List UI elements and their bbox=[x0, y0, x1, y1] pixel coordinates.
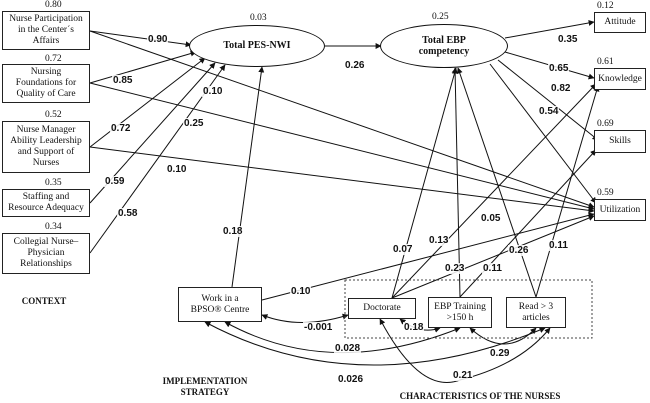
r2-foundations: 0.72 bbox=[45, 54, 62, 64]
coef-label-doctorate-utilization: 0.05 bbox=[480, 213, 502, 224]
correlation-arc-bpso-read bbox=[204, 321, 546, 366]
coef-label-doctorate-knowledge: 0.13 bbox=[428, 235, 450, 246]
r2-utilization: 0.59 bbox=[597, 188, 614, 198]
nurse-node-training: EBP Training >150 h bbox=[428, 297, 492, 328]
context-node-staffing: Staffing and Resource Adequacy bbox=[2, 189, 90, 217]
coef-label-bpso-pes: 0.18 bbox=[222, 226, 244, 237]
nurse-node-read: Read > 3 articles bbox=[506, 297, 566, 328]
context-node-participation: Nurse Participation in the Center´s Affa… bbox=[2, 11, 90, 50]
section-label-implementation: IMPLEMENTATION STRATEGY bbox=[162, 376, 248, 398]
coef-label-manager-pes: 0.72 bbox=[110, 123, 132, 134]
latent-node-ebp: Total EBP competency bbox=[380, 24, 508, 68]
r2-staffing: 0.35 bbox=[45, 178, 62, 188]
path-arrow-training-to-ebp bbox=[452, 67, 461, 298]
corr-label-doctorate-read: 0.21 bbox=[452, 370, 474, 381]
coef-label-foundations-utilization: 0.25 bbox=[183, 118, 205, 129]
r2-knowledge: 0.61 bbox=[597, 57, 614, 67]
r2-pes: 0.03 bbox=[250, 13, 267, 23]
section-label-context: CONTEXT bbox=[21, 296, 67, 306]
coef-label-ebp-attitude: 0.35 bbox=[557, 34, 579, 45]
coef-label-staffing-pes: 0.59 bbox=[104, 176, 126, 187]
r2-attitude: 0.12 bbox=[597, 1, 614, 11]
path-arrow-foundations-to-utilization bbox=[89, 82, 595, 211]
r2-manager: 0.52 bbox=[45, 110, 62, 120]
path-arrow-doctorate-to-ebp bbox=[391, 67, 458, 299]
path-arrow-read-to-ebp bbox=[456, 67, 537, 298]
nurse-node-doctorate: Doctorate bbox=[348, 298, 416, 319]
coef-label-ebp-utilization: 0.54 bbox=[538, 106, 560, 117]
path-arrow-ebp-to-skills bbox=[497, 59, 599, 141]
context-node-collegial: Collegial Nurse– Physician Relationships bbox=[2, 233, 90, 274]
r2-skills: 0.69 bbox=[597, 119, 614, 129]
coef-label-ebp-knowledge: 0.65 bbox=[548, 63, 570, 74]
coef-label-participation-pes: 0.90 bbox=[147, 34, 169, 45]
corr-label-doctorate-training: 0.18 bbox=[403, 322, 425, 333]
coef-label-ebp-skills: 0.82 bbox=[550, 83, 572, 94]
coef-label-training-skills: 0.11 bbox=[482, 263, 503, 274]
corr-label-training-read: 0.29 bbox=[489, 348, 511, 359]
coef-label-bpso-utilization: 0.10 bbox=[290, 286, 312, 297]
outcome-node-utilization: Utilization bbox=[594, 199, 646, 221]
coef-label-read-knowledge: 0.11 bbox=[548, 240, 569, 251]
implementation-node-bpso: Work in a BPSO® Centre bbox=[178, 287, 262, 322]
path-arrow-participation-to-utilization bbox=[89, 30, 595, 209]
coef-label-manager-utilization: 0.10 bbox=[166, 164, 188, 175]
context-node-manager: Nurse Manager Ability Leadership and Sup… bbox=[2, 121, 90, 173]
latent-node-pes: Total PES-NWI bbox=[189, 25, 325, 67]
path-arrow-bpso-to-pes bbox=[231, 66, 265, 288]
r2-ebp: 0.25 bbox=[432, 12, 449, 22]
coef-label-doctorate-ebp: 0.07 bbox=[392, 244, 414, 255]
path-arrow-manager-to-utilization bbox=[89, 146, 595, 214]
corr-label-bpso-read: 0.026 bbox=[337, 374, 365, 385]
coef-label-participation-utilization: 0.10 bbox=[202, 86, 224, 97]
coef-label-pes-ebp: 0.26 bbox=[344, 60, 366, 71]
coef-label-read-ebp: 0.26 bbox=[508, 245, 530, 256]
section-label-characteristics: CHARACTERISTICS OF THE NURSES bbox=[399, 391, 561, 401]
nurse-characteristics-group-border bbox=[344, 279, 593, 339]
r2-collegial: 0.34 bbox=[45, 222, 62, 232]
corr-label-bpso-doctorate: -0.001 bbox=[303, 322, 334, 333]
path-arrow-foundations-to-pes bbox=[89, 50, 197, 84]
path-arrow-ebp-to-attitude bbox=[504, 20, 595, 39]
path-arrow-participation-to-pes bbox=[89, 30, 192, 48]
coef-label-training-ebp: 0.23 bbox=[444, 263, 466, 274]
coef-label-foundations-pes: 0.85 bbox=[112, 75, 134, 86]
context-node-foundations: Nursing Foundations for Quality of Care bbox=[2, 64, 90, 103]
path-arrow-doctorate-to-knowledge bbox=[391, 83, 597, 299]
outcome-node-attitude: Attitude bbox=[594, 12, 646, 33]
corr-label-bpso-training: 0.028 bbox=[334, 343, 362, 354]
outcome-node-skills: Skills bbox=[594, 130, 646, 153]
path-arrow-bpso-to-utilization bbox=[261, 212, 595, 301]
outcome-node-knowledge: Knowledge bbox=[594, 68, 646, 90]
path-arrow-manager-to-pes bbox=[89, 57, 206, 148]
path-arrow-read-to-knowledge bbox=[535, 85, 600, 298]
path-arrow-ebp-to-utilization bbox=[489, 63, 597, 204]
r2-participation: 0.80 bbox=[45, 0, 62, 10]
path-arrow-doctorate-to-utilization bbox=[391, 215, 595, 299]
coef-label-collegial-pes: 0.58 bbox=[117, 208, 139, 219]
